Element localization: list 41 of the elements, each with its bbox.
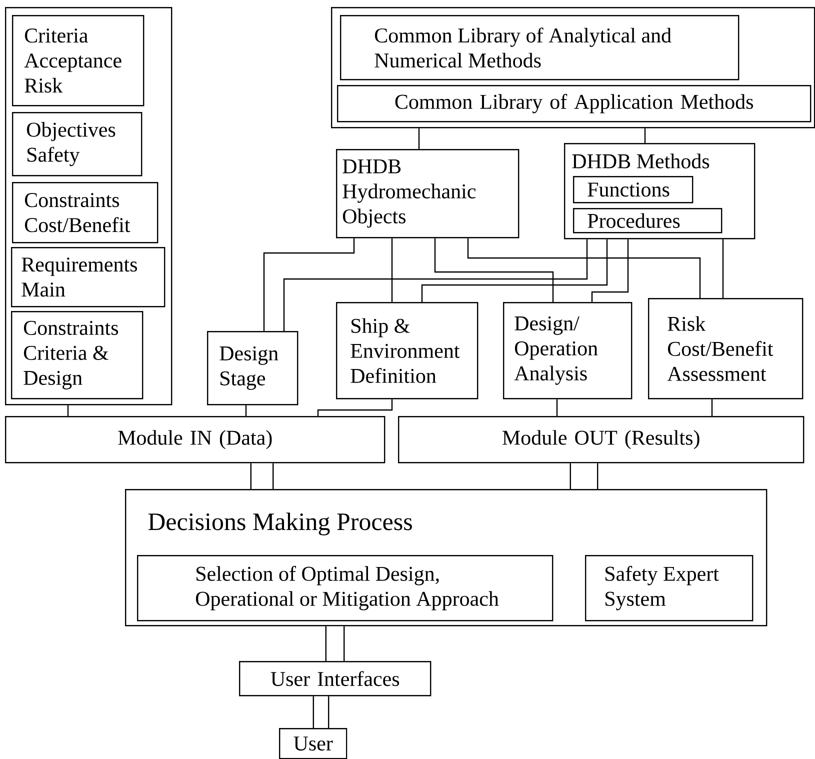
connector (570, 463, 598, 489)
connector (312, 696, 330, 728)
connector (467, 238, 701, 298)
connector (263, 238, 355, 331)
connector (591, 239, 629, 302)
panel-frame (5, 7, 172, 406)
box: Risk Cost/Benefit Assessment (648, 298, 804, 400)
connector (245, 405, 247, 416)
box: Constraints Criteria & Design (11, 311, 144, 400)
connector (644, 128, 646, 143)
connector (556, 399, 558, 416)
panel-frame (331, 7, 815, 128)
connector (325, 626, 345, 661)
connector (283, 239, 588, 331)
connector (722, 239, 724, 298)
box: User (279, 728, 348, 759)
connector (67, 405, 69, 416)
connector (391, 238, 393, 302)
box: Objectives Safety (12, 112, 142, 176)
box: Requirements Main (11, 247, 166, 308)
box: Design/ Operation Analysis (503, 302, 632, 400)
box: Module OUT (Results) (398, 416, 804, 464)
box: Design Stage (207, 331, 298, 406)
box: Ship & Environment Definition (336, 302, 478, 400)
box: Safety Expert System (585, 555, 754, 622)
box: Functions (573, 176, 694, 204)
box: Procedures (573, 208, 722, 234)
box: Common Library of Analytical and Numerical Methods (340, 15, 740, 80)
connector (434, 238, 554, 302)
box: User Interfaces (239, 661, 432, 696)
connector (250, 463, 274, 489)
connector (711, 399, 713, 416)
box: Constraints Cost/Benefit (12, 182, 158, 244)
box: Module IN (Data) (5, 416, 386, 464)
box: Selection of Optimal Design, Operational or Mitigation Approach (137, 555, 554, 622)
box: DHDB Hydromechanic Objects (336, 149, 520, 238)
box: Common Library of Application Methods (337, 85, 812, 122)
connector (418, 128, 420, 149)
connector (317, 399, 393, 416)
box: Criteria Acceptance Risk (12, 15, 144, 106)
connector (421, 239, 608, 302)
